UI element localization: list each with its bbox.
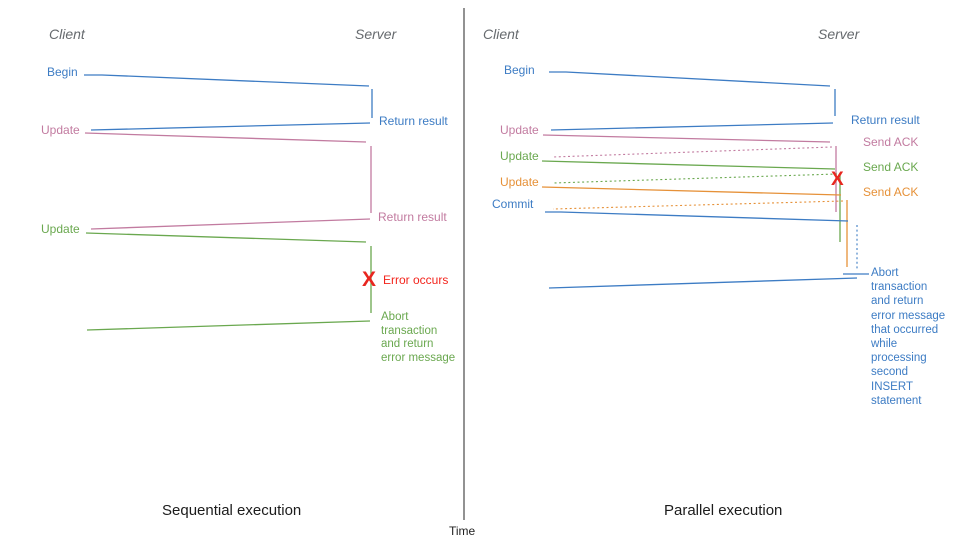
par-send-ack1-dashed-arrow <box>552 146 833 158</box>
seq-begin-label: Begin <box>47 65 78 79</box>
par-send-ack-2-label: Send ACK <box>863 160 919 174</box>
par-server-label: Server <box>818 26 860 42</box>
par-commit-label: Commit <box>492 197 534 211</box>
seq-caption: Sequential execution <box>162 502 302 519</box>
par-send-ack3-dashed-arrow <box>552 200 844 210</box>
par-abort-return-arrow <box>548 277 858 289</box>
seq-update-2-label: Update <box>41 222 80 236</box>
par-commit-request-arrow <box>545 211 849 222</box>
seq-update-1-label: Update <box>41 123 80 137</box>
seq-return-result-1-label: Return result <box>379 114 448 128</box>
par-update3-request-arrow <box>541 186 842 196</box>
seq-abort-note: Abort transaction and return error messa… <box>381 311 456 364</box>
par-send-ack-1-label: Send ACK <box>863 135 919 149</box>
seq-error-x-icon: X <box>362 268 377 291</box>
seq-update2-request-arrow <box>85 232 367 243</box>
par-update1-request-arrow <box>542 134 831 143</box>
par-return-result-arrow <box>550 122 834 131</box>
par-error-x-icon: X <box>831 169 844 190</box>
seq-update1-request-arrow <box>84 132 367 143</box>
par-update-2-label: Update <box>500 149 539 163</box>
seq-server-label: Server <box>355 26 397 42</box>
par-update-1-label: Update <box>500 123 539 137</box>
seq-return-result-1-arrow <box>90 122 371 131</box>
seq-error-occurs-label: Error occurs <box>383 273 449 287</box>
seq-return-result-2-arrow <box>90 218 371 230</box>
time-axis-label: Time <box>449 524 476 538</box>
seq-begin-request-arrow <box>84 74 370 87</box>
seq-return-result-2-label: Return result <box>378 210 447 224</box>
par-send-ack-3-label: Send ACK <box>863 185 919 199</box>
seq-client-label: Client <box>49 26 85 42</box>
par-begin-request-arrow <box>549 71 831 87</box>
par-return-result-label: Return result <box>851 113 920 127</box>
seq-abort-return-arrow <box>86 320 371 331</box>
par-caption: Parallel execution <box>664 502 783 519</box>
par-send-ack2-dashed-arrow <box>552 173 838 184</box>
par-begin-label: Begin <box>504 63 535 77</box>
par-update-3-label: Update <box>500 175 539 189</box>
par-update2-request-arrow <box>541 160 836 170</box>
par-abort-note: Abort transaction and return error messa… <box>871 267 946 407</box>
par-client-label: Client <box>483 26 519 42</box>
